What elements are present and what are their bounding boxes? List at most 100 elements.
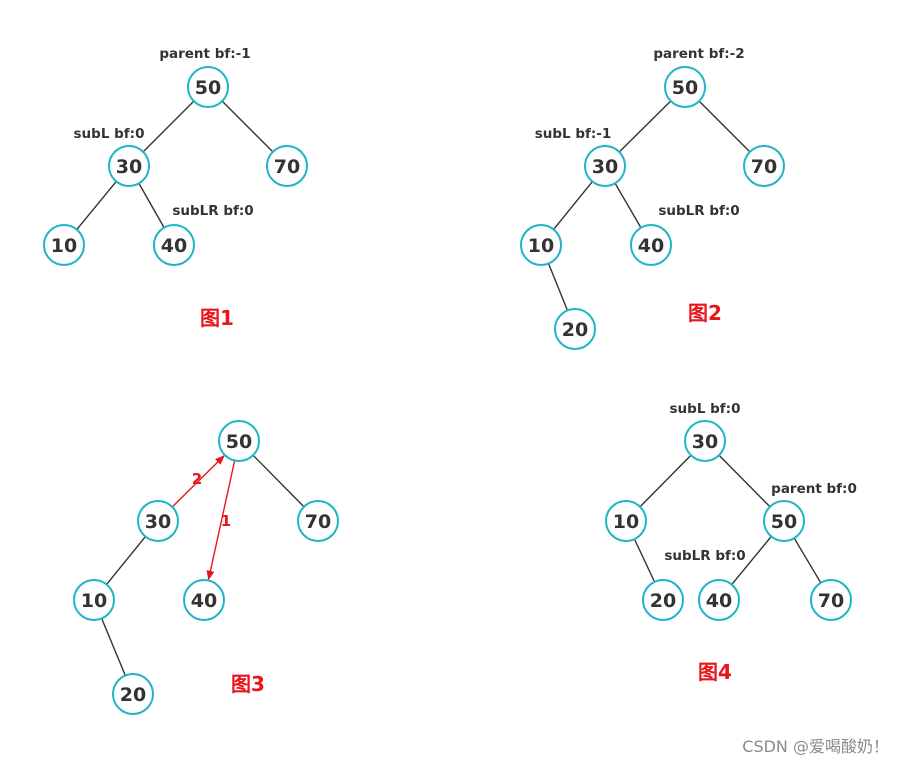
node-circle	[630, 224, 672, 266]
tree-edge	[718, 454, 771, 508]
tree-edge	[221, 100, 274, 153]
node-circle	[810, 579, 852, 621]
tree-edge	[633, 538, 656, 583]
figure-4: 30 10 50 20 40 70 subL bf:0 parent bf:0 subLR bf…	[605, 401, 857, 684]
node-circle	[108, 145, 150, 187]
balance-factor-label: subLR bf:0	[658, 203, 739, 219]
balance-factor-label: subL bf:-1	[535, 126, 612, 142]
tree-node: 10	[43, 224, 85, 266]
figure-2: 50 30 70 10 40 20 parent bf:-2 subL bf:-1 subLR …	[520, 46, 785, 350]
tree-node: 50	[664, 66, 706, 108]
tree-edge	[553, 181, 593, 230]
tree-node: 40	[698, 579, 740, 621]
balance-factor-label: subL bf:0	[670, 401, 741, 417]
tree-node: 50	[218, 420, 260, 462]
node-circle	[153, 224, 195, 266]
tree-node: 50	[763, 500, 805, 542]
tree-node: 30	[684, 420, 726, 462]
node-value: 30	[145, 511, 171, 533]
node-value: 10	[81, 590, 107, 612]
tree-node: 20	[642, 579, 684, 621]
node-circle	[605, 500, 647, 542]
node-value: 40	[161, 235, 187, 257]
rotation-step-label: 2	[192, 470, 202, 488]
rotation-step-label: 1	[221, 512, 231, 530]
tree-edge	[639, 454, 692, 508]
node-value: 10	[613, 511, 639, 533]
balance-factor-label: subL bf:0	[74, 126, 145, 142]
tree-edge	[138, 183, 165, 228]
node-value: 30	[692, 431, 718, 453]
tree-node: 70	[810, 579, 852, 621]
tree-node: 70	[743, 145, 785, 187]
node-circle	[584, 145, 626, 187]
node-value: 50	[672, 77, 698, 99]
node-value: 40	[191, 590, 217, 612]
tree-edge	[698, 100, 751, 153]
node-value: 70	[305, 511, 331, 533]
node-circle	[684, 420, 726, 462]
figure-caption: 图4	[698, 660, 732, 684]
tree-edge	[106, 536, 146, 585]
node-value: 20	[120, 684, 146, 706]
balance-factor-label: parent bf:0	[771, 481, 857, 497]
node-circle	[642, 579, 684, 621]
tree-node: 70	[266, 145, 308, 187]
tree-node: 70	[297, 500, 339, 542]
tree-edge	[731, 535, 772, 586]
node-circle	[183, 579, 225, 621]
node-value: 70	[751, 156, 777, 178]
node-value: 30	[592, 156, 618, 178]
tree-edge	[547, 263, 569, 311]
node-value: 30	[116, 156, 142, 178]
node-value: 10	[51, 235, 77, 257]
tree-node: 20	[112, 673, 154, 715]
tree-node: 10	[605, 500, 647, 542]
balance-factor-label: parent bf:-2	[653, 46, 744, 62]
tree-node: 20	[554, 308, 596, 350]
node-circle	[554, 308, 596, 350]
node-circle	[520, 224, 562, 266]
tree-node: 40	[630, 224, 672, 266]
tree-node: 40	[153, 224, 195, 266]
node-value: 50	[771, 511, 797, 533]
tree-node: 10	[520, 224, 562, 266]
node-value: 70	[818, 590, 844, 612]
node-circle	[743, 145, 785, 187]
node-circle	[43, 224, 85, 266]
balance-factor-label: parent bf:-1	[159, 46, 250, 62]
node-circle	[297, 500, 339, 542]
node-circle	[698, 579, 740, 621]
tree-node: 40	[183, 579, 225, 621]
node-value: 40	[706, 590, 732, 612]
node-value: 20	[562, 319, 588, 341]
balance-factor-label: subLR bf:0	[664, 548, 745, 564]
watermark-text: CSDN @爱喝酸奶！	[742, 737, 889, 756]
node-circle	[266, 145, 308, 187]
figure-caption: 图1	[200, 306, 234, 330]
node-value: 50	[226, 431, 252, 453]
tree-edge	[142, 100, 195, 153]
balance-factor-label: subLR bf:0	[172, 203, 253, 219]
tree-edge	[618, 100, 672, 153]
rotation-arrow	[171, 455, 225, 508]
figure-caption: 图2	[688, 301, 722, 325]
node-value: 70	[274, 156, 300, 178]
tree-node: 30	[584, 145, 626, 187]
node-circle	[187, 66, 229, 108]
tree-edge	[76, 180, 117, 231]
tree-edge	[793, 537, 822, 584]
tree-edge	[252, 454, 305, 508]
node-circle	[73, 579, 115, 621]
node-value: 40	[638, 235, 664, 257]
tree-edge	[614, 182, 642, 229]
tree-node: 30	[108, 145, 150, 187]
rotation-arrow	[206, 460, 236, 581]
node-circle	[664, 66, 706, 108]
tree-node: 10	[73, 579, 115, 621]
node-value: 10	[528, 235, 554, 257]
